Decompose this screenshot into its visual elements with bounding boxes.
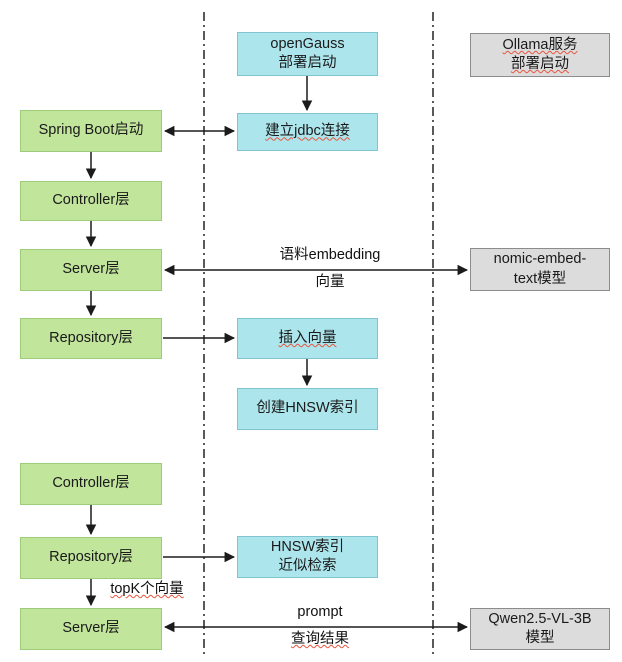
node-hnsw-approx-search[interactable]: HNSW索引 近似检索 bbox=[237, 536, 378, 578]
edge-label-corpus-embedding: 语料embedding bbox=[279, 247, 381, 263]
node-server-layer-1[interactable]: Server层 bbox=[20, 249, 162, 291]
node-controller-layer-1[interactable]: Controller层 bbox=[20, 181, 162, 221]
node-nomic-embed-model[interactable]: nomic-embed- text模型 bbox=[470, 248, 610, 291]
node-jdbc-connection-label: 建立jdbc连接 bbox=[265, 123, 350, 140]
node-opengauss-deploy[interactable]: openGauss 部署启动 bbox=[237, 32, 378, 76]
edge-label-vector: 向量 bbox=[315, 274, 345, 290]
node-insert-vector-label: 插入向量 bbox=[278, 329, 337, 346]
node-spring-boot-start[interactable]: Spring Boot启动 bbox=[20, 110, 162, 152]
node-ollama-service[interactable]: Ollama服务 部署启动 bbox=[470, 33, 610, 77]
node-jdbc-connection[interactable]: 建立jdbc连接 bbox=[237, 113, 378, 151]
edge-label-topk-vectors: topK个向量 bbox=[110, 581, 184, 597]
node-create-hnsw-index[interactable]: 创建HNSW索引 bbox=[237, 388, 378, 430]
node-repository-layer-1[interactable]: Repository层 bbox=[20, 318, 162, 359]
node-controller-layer-2[interactable]: Controller层 bbox=[20, 463, 162, 505]
node-insert-vector[interactable]: 插入向量 bbox=[237, 318, 378, 359]
edge-label-prompt: prompt bbox=[297, 604, 343, 620]
node-ollama-service-label: Ollama服务 部署启动 bbox=[502, 36, 578, 72]
node-repository-layer-2[interactable]: Repository层 bbox=[20, 537, 162, 579]
edge-label-query-result: 查询结果 bbox=[291, 631, 349, 647]
node-server-layer-2[interactable]: Server层 bbox=[20, 608, 162, 650]
node-qwen-model[interactable]: Qwen2.5-VL-3B 模型 bbox=[470, 608, 610, 650]
